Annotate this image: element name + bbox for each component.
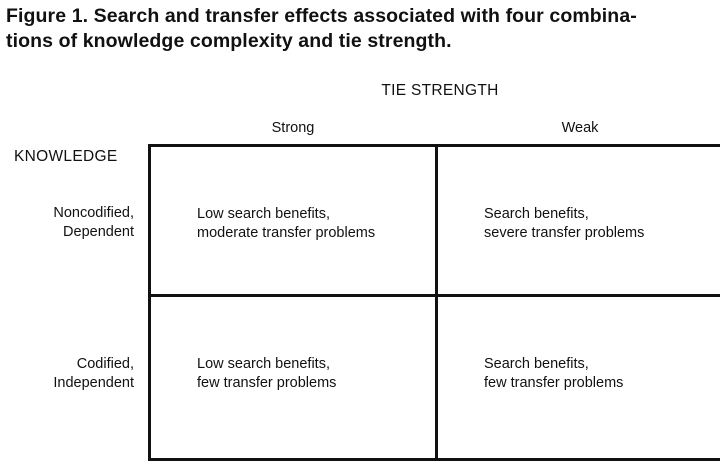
cell-text: Search benefits, severe transfer problem… <box>484 206 645 241</box>
column-axis-label: TIE STRENGTH <box>381 82 499 99</box>
cell-text: Low search benefits, moderate transfer p… <box>197 206 376 241</box>
figure-title: Figure 1. Search and transfer effects as… <box>6 5 637 52</box>
matrix-grid: Low search benefits, moderate transfer p… <box>148 144 720 461</box>
cell-weak-codified: Search benefits, few transfer problems <box>438 297 720 458</box>
cell-text: Low search benefits, few transfer proble… <box>197 356 337 391</box>
row-header-noncodified: Noncodified, Dependent <box>53 205 134 240</box>
row-header-codified: Codified, Independent <box>53 356 134 391</box>
row-axis-label: KNOWLEDGE <box>14 148 118 165</box>
column-header-strong: Strong <box>271 120 315 136</box>
cell-strong-codified: Low search benefits, few transfer proble… <box>151 297 438 458</box>
cell-strong-noncodified: Low search benefits, moderate transfer p… <box>151 147 438 297</box>
cell-text: Search benefits, few transfer problems <box>484 356 624 391</box>
column-header-weak: Weak <box>561 120 599 136</box>
cell-weak-noncodified: Search benefits, severe transfer problem… <box>438 147 720 297</box>
